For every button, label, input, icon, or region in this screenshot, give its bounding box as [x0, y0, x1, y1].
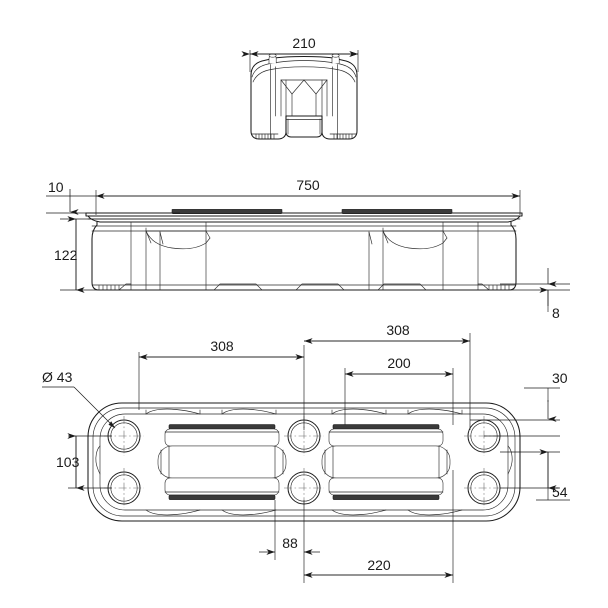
left-pocket-group — [157, 424, 287, 500]
dimension-label-88: 88 — [282, 535, 298, 551]
dimension-750 — [95, 190, 521, 215]
dimension-label-308-left: 308 — [210, 338, 234, 354]
dimension-308-right — [304, 333, 471, 430]
dimension-54 — [500, 449, 570, 501]
dimension-200 — [344, 368, 454, 425]
dimension-label-54: 54 — [552, 484, 568, 500]
dimension-220 — [304, 470, 454, 583]
diameter-43-leader — [42, 386, 116, 429]
dimension-label-103: 103 — [56, 454, 80, 470]
dimension-8 — [500, 268, 570, 312]
side-view-geometry — [85, 209, 523, 291]
dimension-label-10: 10 — [48, 179, 64, 195]
dimension-88 — [259, 500, 320, 583]
plan-view-geometry — [87, 402, 521, 522]
dimension-label-750: 750 — [296, 177, 320, 193]
dimension-label-30: 30 — [552, 370, 568, 386]
dimension-308-left — [138, 345, 305, 430]
dimension-label-308-right: 308 — [386, 322, 410, 338]
dimension-103 — [67, 433, 112, 491]
dimension-122 — [60, 216, 180, 293]
dimension-label-8: 8 — [552, 305, 560, 321]
dimension-label-122: 122 — [54, 247, 78, 263]
dimension-label-220: 220 — [367, 557, 391, 573]
end-view-geometry — [250, 53, 358, 140]
dimension-label-diameter-43: Ø 43 — [42, 369, 73, 385]
dimension-210 — [241, 50, 359, 72]
dimension-label-210: 210 — [292, 35, 316, 51]
dimension-10 — [46, 189, 180, 215]
right-pocket-group — [321, 424, 451, 500]
dimension-30 — [470, 387, 560, 437]
dimension-label-200: 200 — [387, 355, 411, 371]
